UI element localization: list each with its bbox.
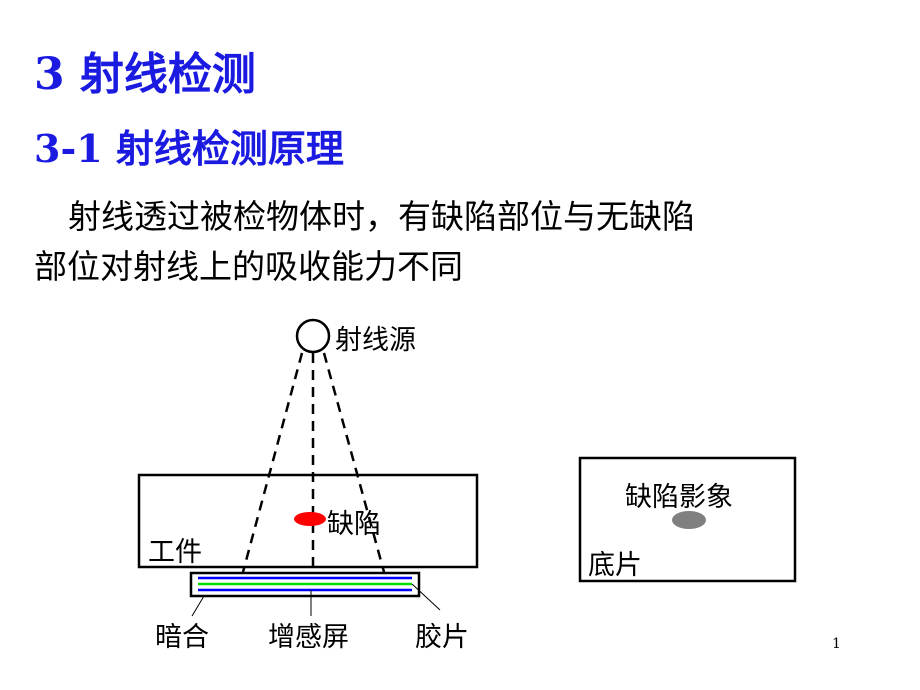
screen-label: 增感屏 <box>268 622 349 653</box>
beam-left <box>241 352 304 573</box>
source-label: 射线源 <box>335 325 416 356</box>
defect-label: 缺陷 <box>327 509 381 540</box>
cassette-label: 暗合 <box>155 622 209 653</box>
radiation-source-icon <box>295 318 331 354</box>
slide-title: 3 射线检测 <box>34 49 256 100</box>
beam-right <box>322 352 386 573</box>
film-leader <box>411 583 441 611</box>
defect-image-mark <box>672 511 706 529</box>
slide-subtitle: 3-1 射线检测原理 <box>34 126 344 171</box>
body-line-2: 部位对射线上的吸收能力不同 <box>34 247 463 286</box>
workpiece <box>137 473 479 569</box>
film-base-box <box>578 456 797 583</box>
defect-image-label: 缺陷影象 <box>625 482 733 513</box>
page-number: 1 <box>832 636 841 652</box>
cassette-leader <box>191 595 205 617</box>
film-base-label: 底片 <box>588 550 642 581</box>
defect-mark <box>294 512 326 526</box>
film-label: 胶片 <box>415 622 469 653</box>
workpiece-label: 工件 <box>148 537 202 568</box>
body-line-1: 射线透过被检物体时，有缺陷部位与无缺陷 <box>68 197 695 236</box>
